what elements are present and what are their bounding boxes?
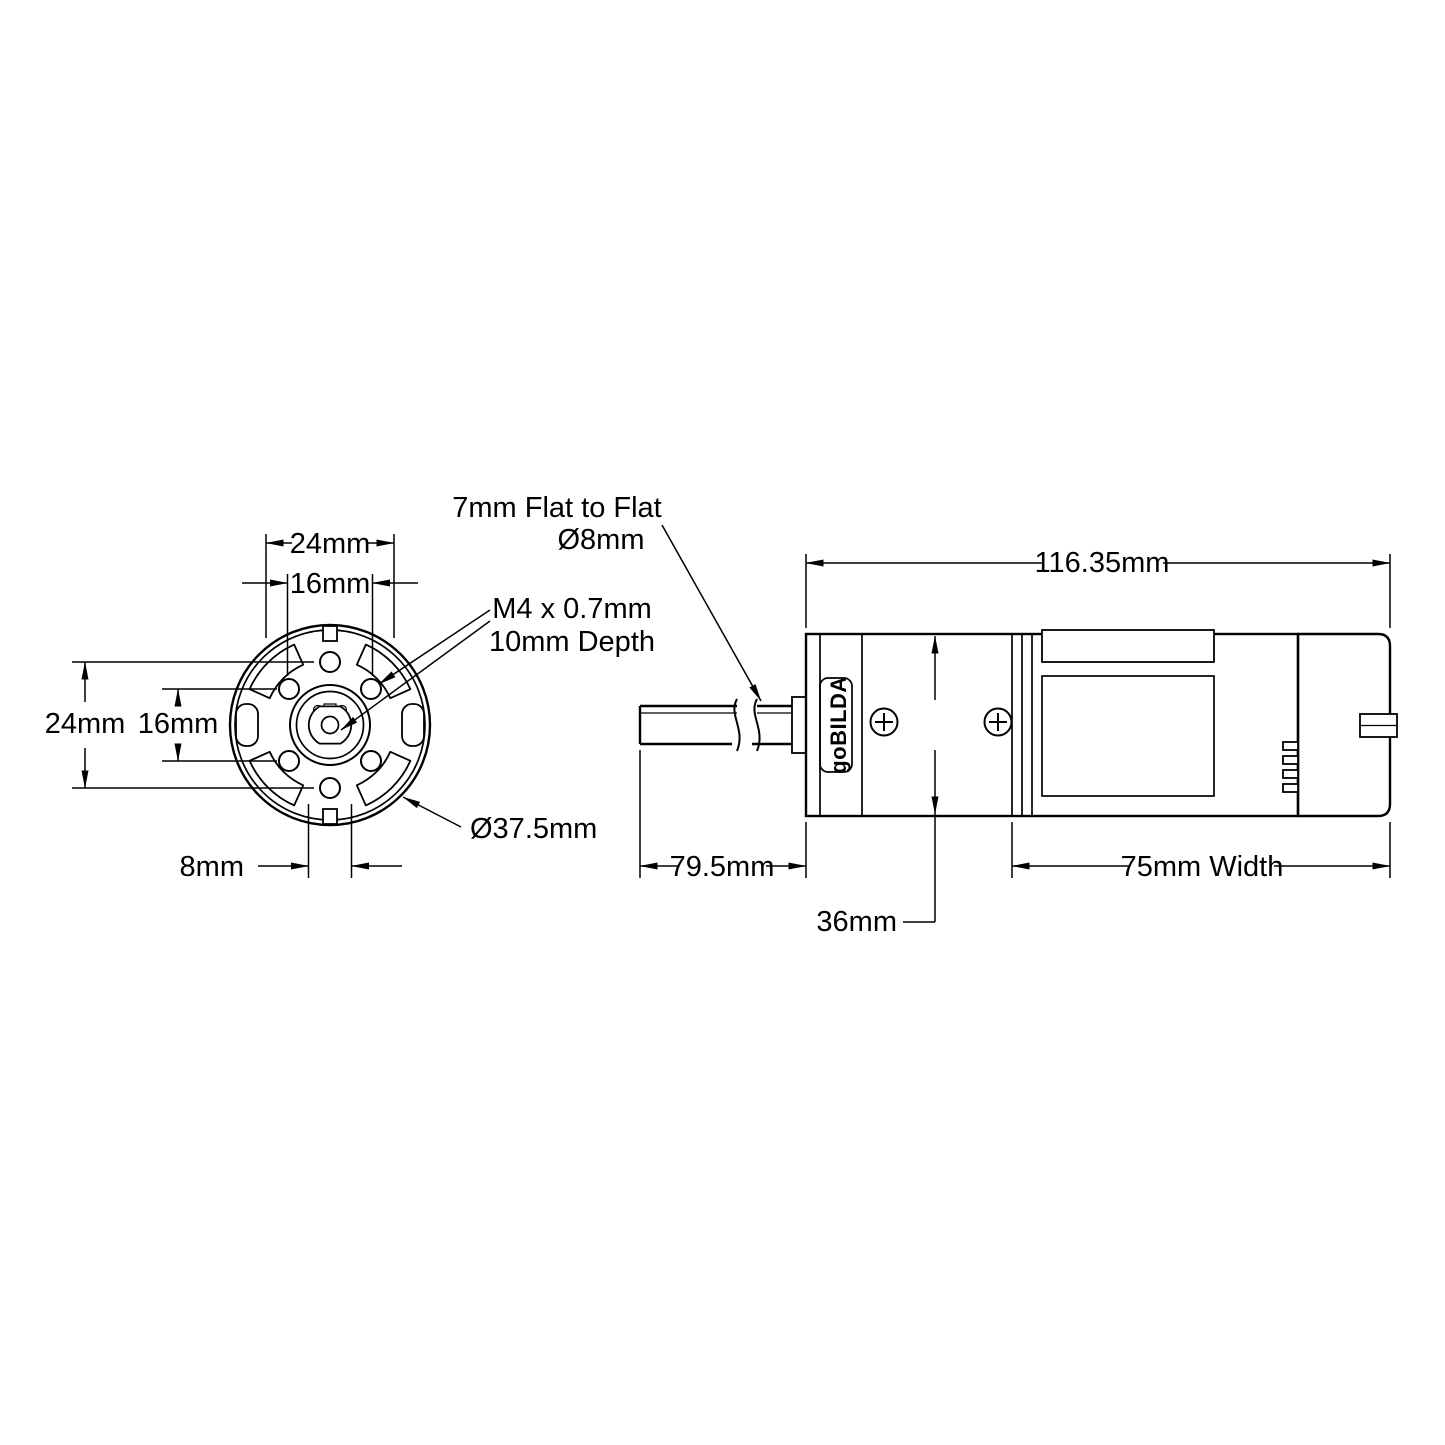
face-slot bbox=[355, 750, 412, 807]
dim-overall-length: 116.35mm bbox=[805, 547, 1391, 628]
face-slot bbox=[401, 703, 425, 747]
hub-outer-circle bbox=[289, 684, 371, 766]
dim-label: 79.5mm bbox=[670, 851, 775, 883]
dim-gearbox-diameter: 36mm bbox=[816, 635, 939, 938]
shaft-boss bbox=[791, 696, 807, 754]
rear-cap bbox=[1296, 632, 1392, 818]
motor-label-panel bbox=[1041, 675, 1215, 797]
phillips-screw-icon bbox=[869, 707, 899, 737]
mounting-hole bbox=[319, 777, 341, 799]
note-label: 10mm Depth bbox=[489, 626, 655, 658]
gobilda-logo: goBILDA bbox=[819, 676, 853, 774]
dim-label: 16mm bbox=[138, 708, 219, 740]
dim-label: 75mm Width bbox=[1121, 851, 1284, 883]
side-view: goBILDA bbox=[638, 629, 1398, 818]
note-label: 7mm Flat to Flat bbox=[452, 492, 662, 524]
mounting-hole bbox=[278, 750, 300, 772]
dim-label: 8mm bbox=[180, 851, 244, 883]
note-label: Ø8mm bbox=[558, 524, 645, 556]
dim-front-left-16mm: 16mm bbox=[138, 688, 277, 762]
phillips-screw-icon bbox=[983, 707, 1013, 737]
face-notch bbox=[322, 808, 338, 825]
dim-front-bottom-8mm: 8mm bbox=[180, 804, 402, 883]
motor-top-plate bbox=[1041, 629, 1215, 663]
dim-label: 24mm bbox=[45, 708, 126, 740]
face-slot bbox=[248, 750, 305, 807]
note-tap-holes: M4 x 0.7mm 10mm Depth bbox=[340, 593, 655, 731]
shaft-break-symbol bbox=[753, 698, 761, 752]
face-slot bbox=[235, 703, 259, 747]
dim-label: 16mm bbox=[290, 568, 371, 600]
face-notch bbox=[322, 625, 338, 642]
dim-label: Ø37.5mm bbox=[470, 813, 597, 845]
dim-label: 116.35mm bbox=[1035, 547, 1170, 579]
mounting-hole bbox=[319, 651, 341, 673]
connector-pins bbox=[1282, 741, 1299, 793]
dim-front-left-24mm: 24mm bbox=[45, 661, 314, 789]
face-outer-circle bbox=[228, 623, 432, 827]
shaft-break-symbol bbox=[733, 698, 741, 752]
dim-front-top-24mm: 24mm bbox=[265, 528, 395, 638]
output-shaft bbox=[638, 698, 793, 752]
dim-label: 36mm bbox=[816, 906, 897, 938]
mounting-hole bbox=[278, 678, 300, 700]
dim-label: 24mm bbox=[290, 528, 371, 560]
dim-shaft-length: 79.5mm bbox=[639, 750, 807, 883]
dim-front-top-16mm: 16mm bbox=[242, 568, 418, 676]
front-view bbox=[228, 623, 432, 827]
face-slot bbox=[355, 643, 412, 700]
note-label: M4 x 0.7mm bbox=[492, 593, 652, 625]
leader-face-diameter: Ø37.5mm bbox=[402, 796, 597, 845]
hub-inner-circle bbox=[295, 690, 365, 760]
output-shaft-section bbox=[307, 705, 353, 745]
dim-body-width: 75mm Width bbox=[1011, 822, 1391, 883]
mounting-hole bbox=[360, 750, 382, 772]
rear-shaft-stub bbox=[1359, 713, 1398, 738]
gobilda-logo-text: goBILDA bbox=[826, 676, 851, 774]
shaft-tap-hole bbox=[320, 715, 340, 735]
mounting-hole bbox=[360, 678, 382, 700]
note-shaft: 7mm Flat to Flat Ø8mm bbox=[452, 492, 762, 702]
face-slot bbox=[248, 643, 305, 700]
